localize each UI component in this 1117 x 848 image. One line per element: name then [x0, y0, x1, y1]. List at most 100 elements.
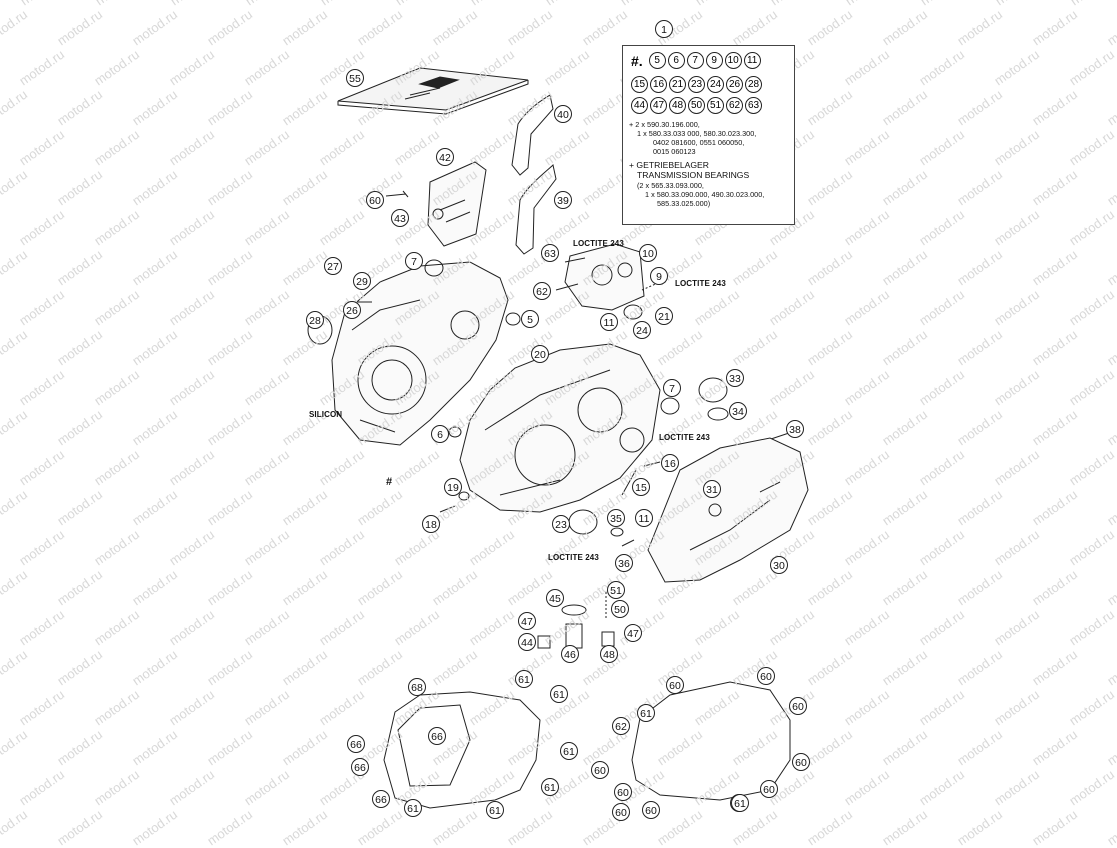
part-callout: 33 [726, 369, 744, 387]
part-callout: 60 [757, 667, 775, 685]
part-callout: 7 [663, 379, 681, 397]
kit-part: 23 [688, 76, 705, 93]
kit-part: 26 [726, 76, 743, 93]
part-callout: 45 [546, 589, 564, 607]
part-callout: 48 [600, 645, 618, 663]
part-callout: 9 [650, 267, 668, 285]
part-callout: 23 [552, 515, 570, 533]
kit-row-1: #. 5 6 7 9 10 11 [631, 52, 761, 69]
part-callout: 19 [444, 478, 462, 496]
part-callout: 26 [343, 301, 361, 319]
part-callout: 6 [431, 425, 449, 443]
kit-part: 51 [707, 97, 724, 114]
part-callout: 35 [607, 509, 625, 527]
kit-part: 6 [667, 52, 685, 69]
oring-45 [561, 604, 587, 616]
part-callout: 60 [792, 753, 810, 771]
part-callout: 39 [554, 191, 572, 209]
part-callout: 61 [404, 799, 422, 817]
kit-part: 44 [631, 97, 648, 114]
part-callout: 61 [486, 801, 504, 819]
kit-number-callout: 1 [655, 20, 673, 38]
bolt-60 [385, 190, 409, 198]
kit-part: 50 [688, 97, 705, 114]
part-callout: 68 [408, 678, 426, 696]
part-callout: 66 [347, 735, 365, 753]
plug-48 [601, 631, 615, 647]
kit-line-1: + 2 x 590.30.196.000, [629, 120, 700, 129]
screw-63 [564, 257, 586, 263]
part-callout: 24 [633, 321, 651, 339]
part-callout: 11 [600, 313, 618, 331]
kit-part: 24 [707, 76, 724, 93]
kit-line-5: + GETRIEBELAGER [629, 160, 709, 170]
kit-part: 28 [745, 76, 762, 93]
part-callout: 21 [655, 307, 673, 325]
left-crankcase [331, 261, 509, 446]
part-callout: 43 [391, 209, 409, 227]
part-callout: 16 [661, 454, 679, 472]
part-callout: 15 [632, 478, 650, 496]
loctite-note: LOCTITE 243 [659, 433, 710, 442]
kit-line-3: 0402 081600, 0551 060050, [653, 138, 745, 147]
kit-part: 5 [648, 52, 666, 69]
kit-part: 7 [686, 52, 704, 69]
part-callout: 42 [436, 148, 454, 166]
kit-line-4: 0015 060123 [653, 147, 696, 156]
kit-line-6: TRANSMISSION BEARINGS [637, 170, 750, 180]
bushing-7a [424, 259, 444, 277]
ring-33 [698, 377, 728, 403]
gasket-right [631, 681, 791, 801]
oring-19 [458, 491, 470, 501]
part-callout: 61 [637, 704, 655, 722]
bushing-5 [505, 312, 521, 326]
part-callout: 61 [550, 685, 568, 703]
part-callout: 60 [591, 761, 609, 779]
screw-18 [439, 505, 456, 513]
loctite-note: LOCTITE 243 [548, 553, 599, 562]
bushing-7b [660, 397, 680, 415]
part-callout: 44 [518, 633, 536, 651]
kit-line-8: 1 x 580.33.090.000, 490.30.023.000, [645, 190, 765, 199]
part-callout: 61 [560, 742, 578, 760]
kit-part: 11 [743, 52, 761, 69]
kit-box: #. 5 6 7 9 10 11 15 16 21 23 24 26 28 44… [622, 45, 795, 225]
part-callout: 47 [624, 624, 642, 642]
part-callout: 62 [612, 717, 630, 735]
kit-part: 16 [650, 76, 667, 93]
part-callout: 51 [607, 581, 625, 599]
screw-62 [555, 283, 579, 291]
kit-part: 63 [745, 97, 762, 114]
part-callout: 60 [642, 801, 660, 819]
bearing-carrier [564, 243, 645, 311]
part-callout: 60 [789, 697, 807, 715]
part-callout: 60 [612, 803, 630, 821]
right-crankcase [459, 343, 661, 513]
part-callout: 66 [351, 758, 369, 776]
kit-row-2: 15 16 21 23 24 26 28 [631, 76, 762, 93]
part-callout: 60 [366, 191, 384, 209]
part-callout: 30 [770, 556, 788, 574]
part-callout: 50 [611, 600, 629, 618]
clutch-cover [647, 437, 809, 583]
part-callout: 10 [639, 244, 657, 262]
kit-part: 47 [650, 97, 667, 114]
kit-part: 62 [726, 97, 743, 114]
part-callout: 20 [531, 345, 549, 363]
kit-part: 10 [724, 52, 742, 69]
part-callout: 66 [428, 727, 446, 745]
gasket-left [383, 691, 541, 809]
oring-34 [707, 407, 729, 421]
part-callout: 18 [422, 515, 440, 533]
part-callout: 47 [518, 612, 536, 630]
part-callout: 62 [533, 282, 551, 300]
gasket-40 [511, 94, 554, 176]
part-callout: 60 [666, 676, 684, 694]
part-callout: 40 [554, 105, 572, 123]
kit-line-7: (2 x 565.33.093.000, [637, 181, 704, 190]
part-callout: 61 [541, 778, 559, 796]
kit-line-2: 1 x 580.33.033 000, 580.30.023.300, [637, 129, 757, 138]
kit-hash: #. [631, 52, 643, 69]
part-callout: 36 [615, 554, 633, 572]
